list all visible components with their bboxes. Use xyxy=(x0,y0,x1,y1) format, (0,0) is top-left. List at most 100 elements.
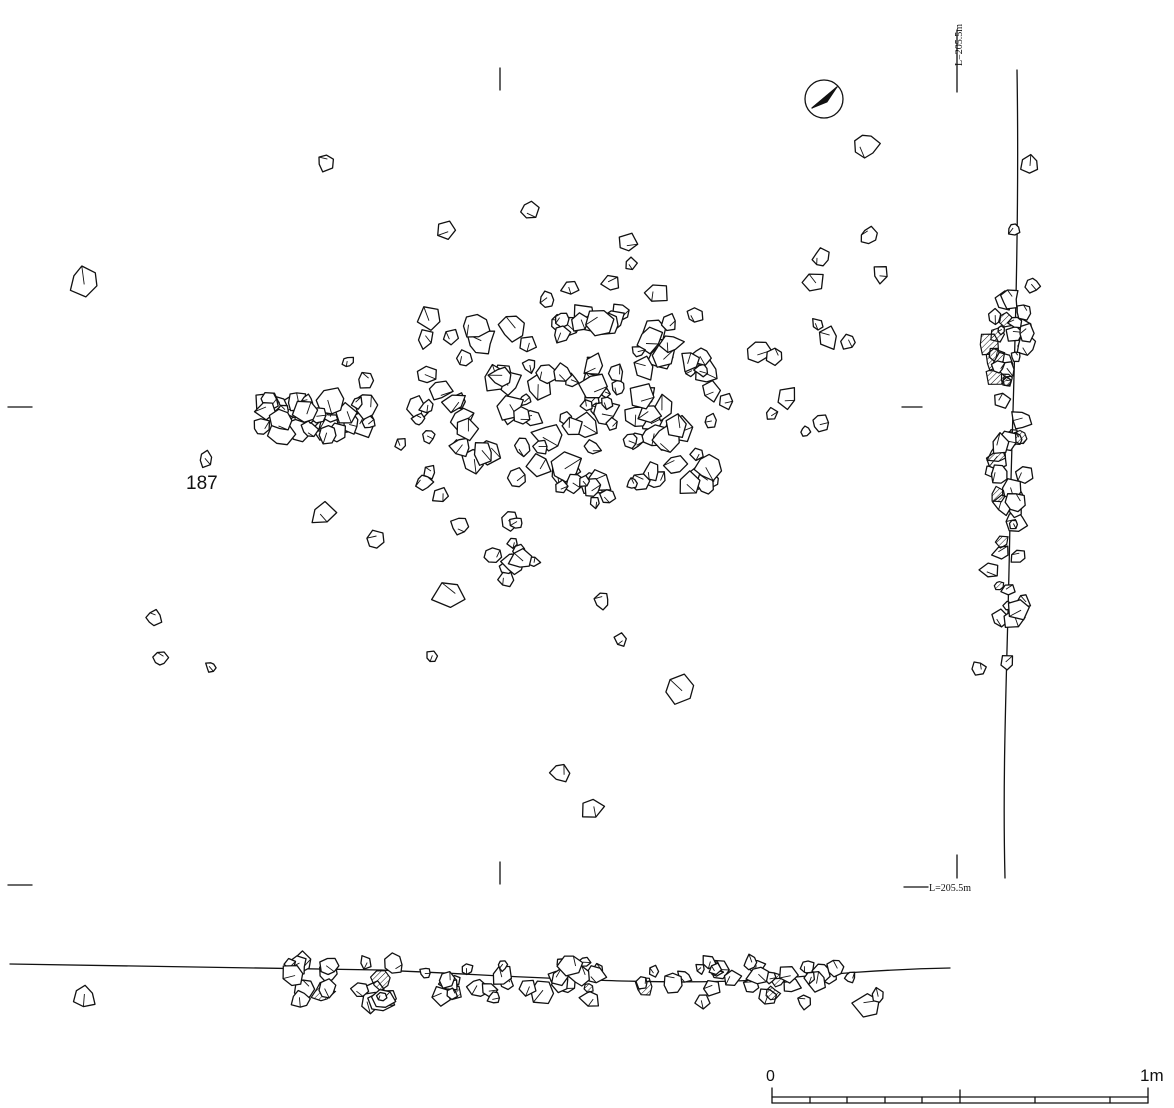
stone-facet xyxy=(533,557,536,563)
stone-facet xyxy=(1000,362,1006,369)
stone-facet xyxy=(481,450,492,462)
stone-facet xyxy=(1011,552,1020,556)
stone xyxy=(1010,549,1026,563)
stone-facet xyxy=(278,425,289,431)
stone-facet xyxy=(539,297,548,304)
stone xyxy=(843,971,856,984)
stone xyxy=(394,437,407,451)
stone-facet xyxy=(1009,609,1022,617)
stone-facet xyxy=(700,1000,704,1010)
stone-facet xyxy=(425,335,432,344)
stone xyxy=(1011,411,1033,430)
stone xyxy=(689,447,704,462)
stone xyxy=(702,979,721,997)
stone xyxy=(994,535,1009,549)
stone-facet xyxy=(306,401,312,415)
stone-facet xyxy=(879,275,888,277)
stone xyxy=(532,439,548,455)
stone-facet xyxy=(996,618,1002,628)
stone-facet xyxy=(819,331,830,336)
stone-facet xyxy=(1012,417,1023,422)
stone xyxy=(1016,304,1032,321)
stone-facet xyxy=(505,316,516,329)
stone-facet xyxy=(617,640,623,645)
stone-facet xyxy=(634,414,637,427)
stone-facet xyxy=(711,965,715,972)
stone xyxy=(643,284,668,302)
stone-facet xyxy=(322,432,328,445)
stone xyxy=(1020,153,1039,174)
stone-facet xyxy=(996,432,1001,446)
stone xyxy=(648,964,660,978)
stone-facet xyxy=(669,320,676,327)
stone xyxy=(519,336,538,353)
stone xyxy=(358,371,375,389)
stone-facet xyxy=(556,332,562,344)
stone-facet xyxy=(784,399,795,402)
stone-facet xyxy=(440,390,454,396)
stone-facet xyxy=(346,411,352,424)
stone xyxy=(1010,351,1021,363)
stone-facet xyxy=(455,444,463,454)
stone-facet xyxy=(705,420,712,423)
stone xyxy=(601,396,614,411)
stone xyxy=(349,982,370,998)
stone-facet xyxy=(356,990,364,997)
stone-facet xyxy=(572,482,581,489)
stone-facet xyxy=(516,474,526,482)
stone xyxy=(350,396,363,410)
stone-facet xyxy=(748,954,753,963)
stone xyxy=(579,474,591,488)
stone-facet xyxy=(572,956,577,967)
stone xyxy=(854,134,881,159)
stone xyxy=(860,225,878,245)
stone-facet xyxy=(526,342,530,352)
stone-facet xyxy=(1006,367,1014,377)
right-section-elevation-label: L=205.5m xyxy=(954,24,965,66)
stone-facet xyxy=(724,400,733,404)
stone xyxy=(318,424,337,445)
stone xyxy=(431,985,451,1007)
stone-facet xyxy=(445,331,450,340)
stone-facet xyxy=(677,413,681,429)
stone xyxy=(994,392,1012,409)
stone xyxy=(416,365,437,384)
stone-facet xyxy=(663,460,675,467)
stone-facet xyxy=(316,414,327,417)
stone-facet xyxy=(466,324,469,338)
stone xyxy=(840,333,856,350)
stone xyxy=(462,313,491,338)
stone xyxy=(561,416,583,436)
stone xyxy=(205,662,217,673)
stone-facet xyxy=(441,582,456,594)
stone-facet xyxy=(634,474,644,480)
stone xyxy=(1006,316,1023,329)
stone-facet xyxy=(819,422,829,426)
stone-facet xyxy=(82,993,85,1007)
stone xyxy=(702,379,722,403)
feature-number-label: 187 xyxy=(186,473,218,494)
stone xyxy=(1007,223,1021,236)
stone-facet xyxy=(743,981,752,983)
stone xyxy=(618,232,639,252)
north-arrow-icon xyxy=(804,79,844,119)
stone-facet xyxy=(452,987,456,994)
stone-facet xyxy=(580,319,586,330)
stone-facet xyxy=(669,679,683,692)
stone-facet xyxy=(633,362,646,367)
stone xyxy=(315,387,345,415)
stone-facet xyxy=(779,975,791,979)
stone xyxy=(1019,322,1035,343)
stone-facet xyxy=(630,477,635,484)
stone-facet xyxy=(1029,154,1032,166)
stone xyxy=(818,325,837,351)
stone xyxy=(812,414,830,433)
stone xyxy=(440,394,466,414)
stone-facet xyxy=(875,987,879,997)
stone xyxy=(1004,493,1026,513)
stone xyxy=(366,529,385,549)
stone-facet xyxy=(998,393,1004,401)
stone-facet xyxy=(986,571,998,577)
stone xyxy=(583,352,604,375)
stone-facet xyxy=(725,976,731,985)
